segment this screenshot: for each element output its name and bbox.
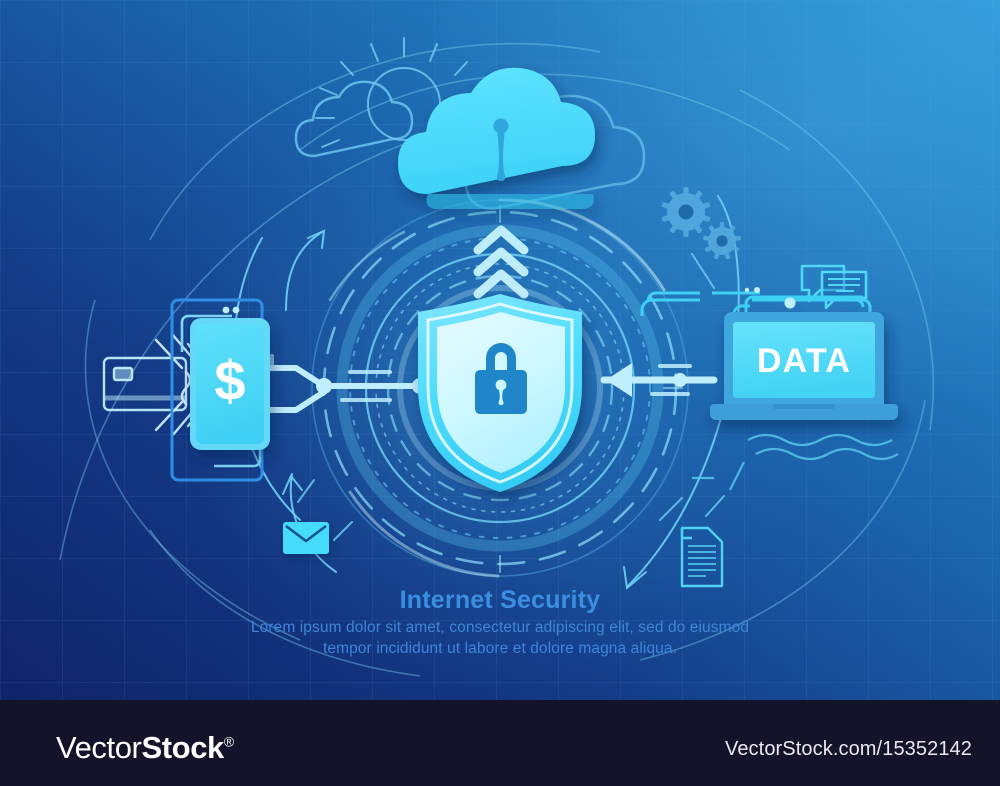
document-icon xyxy=(680,526,724,588)
watermark-bar xyxy=(0,700,1000,786)
cloud-outline-icon xyxy=(294,80,414,158)
wave-lines xyxy=(692,433,899,491)
logo-text-bold: Stock xyxy=(141,730,224,765)
laptop-icon xyxy=(710,312,898,420)
envelope-icon xyxy=(283,522,329,554)
arrow-left-icon xyxy=(600,363,718,397)
gears-icon xyxy=(661,187,741,260)
smartphone-screen-label: $ xyxy=(214,349,245,412)
watermark-url: VectorStock.com/15352142 xyxy=(725,738,972,760)
logo-text-light: Vector xyxy=(56,730,142,765)
smartphone-icon xyxy=(170,298,270,482)
decor-ticks xyxy=(297,253,725,541)
illustration-artboard: DATA xyxy=(0,0,1000,700)
keyhole-icon xyxy=(493,118,509,181)
background-sweep-arcs xyxy=(59,42,935,677)
curved-arrow-icon xyxy=(285,229,326,311)
chevron-up-stack-icon xyxy=(473,225,529,299)
padlock-icon xyxy=(475,343,527,414)
cloud-group xyxy=(294,37,646,210)
hud-pipe-dots xyxy=(744,287,796,309)
vectorstock-logo: VectorStock® xyxy=(56,730,234,766)
registered-trademark-icon: ® xyxy=(223,733,234,750)
laptop-screen-label: DATA xyxy=(757,342,851,380)
